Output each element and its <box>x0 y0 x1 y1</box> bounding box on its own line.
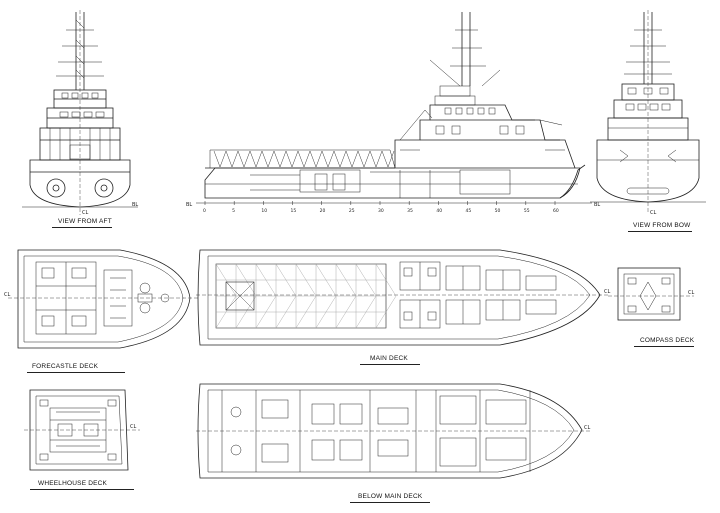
truss-member <box>213 150 221 168</box>
truss-member <box>267 150 275 168</box>
truss-member <box>357 150 365 168</box>
frame-number: 25 <box>349 208 355 214</box>
centerline-label: CL <box>688 290 694 296</box>
truss-member <box>219 150 227 168</box>
truss-member <box>321 150 329 168</box>
below-main-deck-plan: CL <box>196 383 590 479</box>
hatch-diagonal <box>275 295 297 329</box>
frame-number: 50 <box>495 208 501 214</box>
compass-deck-plan: CL <box>608 267 694 321</box>
truss-member <box>285 150 293 168</box>
frame-number: 10 <box>261 208 267 214</box>
forecastle-deck-plan: CL <box>4 249 200 349</box>
caption-underline-aft <box>52 227 112 228</box>
truss-member <box>375 150 383 168</box>
truss-member <box>333 150 341 168</box>
centerline-label: CL <box>4 292 10 298</box>
hatch-diagonal <box>235 295 257 329</box>
hatch-diagonal <box>375 295 397 329</box>
caption-compass-deck: COMPASS DECK <box>640 337 695 344</box>
caption-wheelhouse-deck: WHEELHOUSE DECK <box>38 480 108 487</box>
truss-member <box>261 150 269 168</box>
frame-number: 35 <box>407 208 413 214</box>
view-from-aft: BL CL <box>22 10 138 216</box>
caption-view-from-aft: VIEW FROM AFT <box>58 218 112 225</box>
hatch-diagonal <box>215 295 237 329</box>
truss-member <box>327 150 335 168</box>
centerline-label: CL <box>82 210 88 216</box>
profile-view: BL 0 5 10 15 20 25 30 35 40 45 50 55 60 <box>186 12 592 214</box>
hatch-diagonal <box>355 295 377 329</box>
hatch-diagonal <box>335 295 357 329</box>
main-deck-plan: CL <box>196 249 610 346</box>
truss-member <box>279 150 287 168</box>
truss-member <box>381 150 389 168</box>
caption-underline-compass <box>634 346 694 347</box>
frame-number: 20 <box>320 208 326 214</box>
truss-member <box>243 150 251 168</box>
caption-below-main-deck: BELOW MAIN DECK <box>358 493 423 500</box>
frame-number: 60 <box>553 208 559 214</box>
hatch-diagonal <box>295 263 317 297</box>
caption-underline-main <box>360 364 420 365</box>
frame-number: 45 <box>466 208 472 214</box>
frame-number: 40 <box>436 208 442 214</box>
hatch-diagonal <box>235 263 257 297</box>
truss-member <box>231 150 239 168</box>
truss-member <box>303 150 311 168</box>
frame-number: 0 <box>203 208 206 214</box>
centerline-label: CL <box>604 289 610 295</box>
truss-member <box>369 150 377 168</box>
centerline-label: CL <box>650 210 656 216</box>
truss-member <box>255 150 263 168</box>
caption-forecastle-deck: FORECASTLE DECK <box>32 363 99 370</box>
truss-member <box>249 150 257 168</box>
caption-underline-bow <box>628 231 692 232</box>
caption-view-from-bow: VIEW FROM BOW <box>633 222 691 229</box>
truss-member <box>273 150 281 168</box>
wheelhouse-deck-plan: CL <box>24 389 140 471</box>
truss-member <box>387 150 395 168</box>
frame-number: 30 <box>378 208 384 214</box>
caption-main-deck: MAIN DECK <box>370 355 408 362</box>
baseline-label: BL <box>132 202 138 208</box>
truss-member <box>351 150 359 168</box>
centerline-label: CL <box>584 425 590 431</box>
hatch-diagonal <box>275 263 297 297</box>
baseline-label: BL <box>186 202 192 208</box>
truss-member <box>291 150 299 168</box>
caption-underline-below <box>350 502 430 503</box>
hatch-diagonal <box>315 263 337 297</box>
hatch-diagonal <box>255 295 277 329</box>
centerline-label: CL <box>130 424 136 430</box>
hatch-diagonal <box>335 263 357 297</box>
hatch-diagonal <box>375 263 397 297</box>
view-from-bow: BL CL <box>590 10 706 216</box>
frame-number: 15 <box>291 208 297 214</box>
truss-member <box>345 150 353 168</box>
hatch-diagonal <box>215 263 237 297</box>
hatch-diagonal <box>315 295 337 329</box>
truss-member <box>225 150 233 168</box>
truss-member <box>339 150 347 168</box>
truss-member <box>237 150 245 168</box>
truss-member <box>315 150 323 168</box>
hatch-diagonal <box>355 263 377 297</box>
caption-underline-wheelhouse <box>30 489 134 490</box>
caption-underline-forecastle <box>27 372 125 373</box>
truss-member <box>309 150 317 168</box>
frame-number: 5 <box>232 208 235 214</box>
hatch-diagonal <box>295 295 317 329</box>
frame-number: 55 <box>524 208 530 214</box>
baseline-label: BL <box>594 202 600 208</box>
hatch-diagonal <box>255 263 277 297</box>
truss-member <box>363 150 371 168</box>
truss-member <box>297 150 305 168</box>
